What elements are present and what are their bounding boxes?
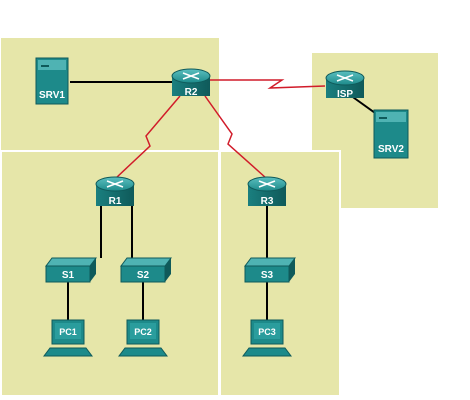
router-r1[interactable]: R1 xyxy=(95,176,135,207)
pc-pc3[interactable]: PC3 xyxy=(242,319,292,357)
router-label: ISP xyxy=(337,89,353,100)
pc-label: PC3 xyxy=(258,327,276,337)
link-r2-r1 xyxy=(115,95,181,179)
pc-keyboard-icon xyxy=(43,347,93,357)
router-arrows-icon xyxy=(336,74,354,82)
switch-side-icon xyxy=(165,258,171,282)
pc-keyboard-icon xyxy=(118,347,168,357)
router-label: R3 xyxy=(261,196,274,207)
pc-screen-icon xyxy=(130,323,156,339)
server-slot-icon xyxy=(379,117,387,119)
pc-label: PC1 xyxy=(59,327,77,337)
switch-s1[interactable]: S1 xyxy=(45,257,97,283)
router-arrows-icon xyxy=(182,72,200,80)
pc-pc1[interactable]: PC1 xyxy=(43,319,93,357)
link-r2-isp xyxy=(210,79,326,89)
server-srv1[interactable]: SRV1 xyxy=(35,57,69,105)
pc-screen-icon xyxy=(55,323,81,339)
router-label: R2 xyxy=(185,87,198,98)
switch-label: S1 xyxy=(62,270,75,281)
router-isp[interactable]: ISP xyxy=(325,70,365,100)
switch-s3[interactable]: S3 xyxy=(244,257,296,283)
server-slot-icon xyxy=(41,65,49,67)
server-top-icon xyxy=(38,60,66,70)
switch-s2[interactable]: S2 xyxy=(120,257,172,283)
server-label: SRV1 xyxy=(39,90,65,101)
switch-side-icon xyxy=(90,258,96,282)
router-r3[interactable]: R3 xyxy=(247,176,287,207)
switch-label: S2 xyxy=(137,270,150,281)
server-label: SRV2 xyxy=(378,144,404,155)
link-r2-r3 xyxy=(204,95,267,179)
switch-top-icon xyxy=(244,257,296,267)
router-label: R1 xyxy=(109,196,122,207)
switch-side-icon xyxy=(289,258,295,282)
switch-top-icon xyxy=(45,257,97,267)
switch-top-icon xyxy=(120,257,172,267)
server-top-icon xyxy=(376,112,406,122)
pc-screen-icon xyxy=(254,323,280,339)
server-srv2[interactable]: SRV2 xyxy=(373,109,409,159)
switch-label: S3 xyxy=(261,270,274,281)
router-arrows-icon xyxy=(258,180,276,188)
router-arrows-icon xyxy=(106,180,124,188)
pc-pc2[interactable]: PC2 xyxy=(118,319,168,357)
pc-keyboard-icon xyxy=(242,347,292,357)
router-r2[interactable]: R2 xyxy=(171,68,211,98)
pc-label: PC2 xyxy=(134,327,152,337)
